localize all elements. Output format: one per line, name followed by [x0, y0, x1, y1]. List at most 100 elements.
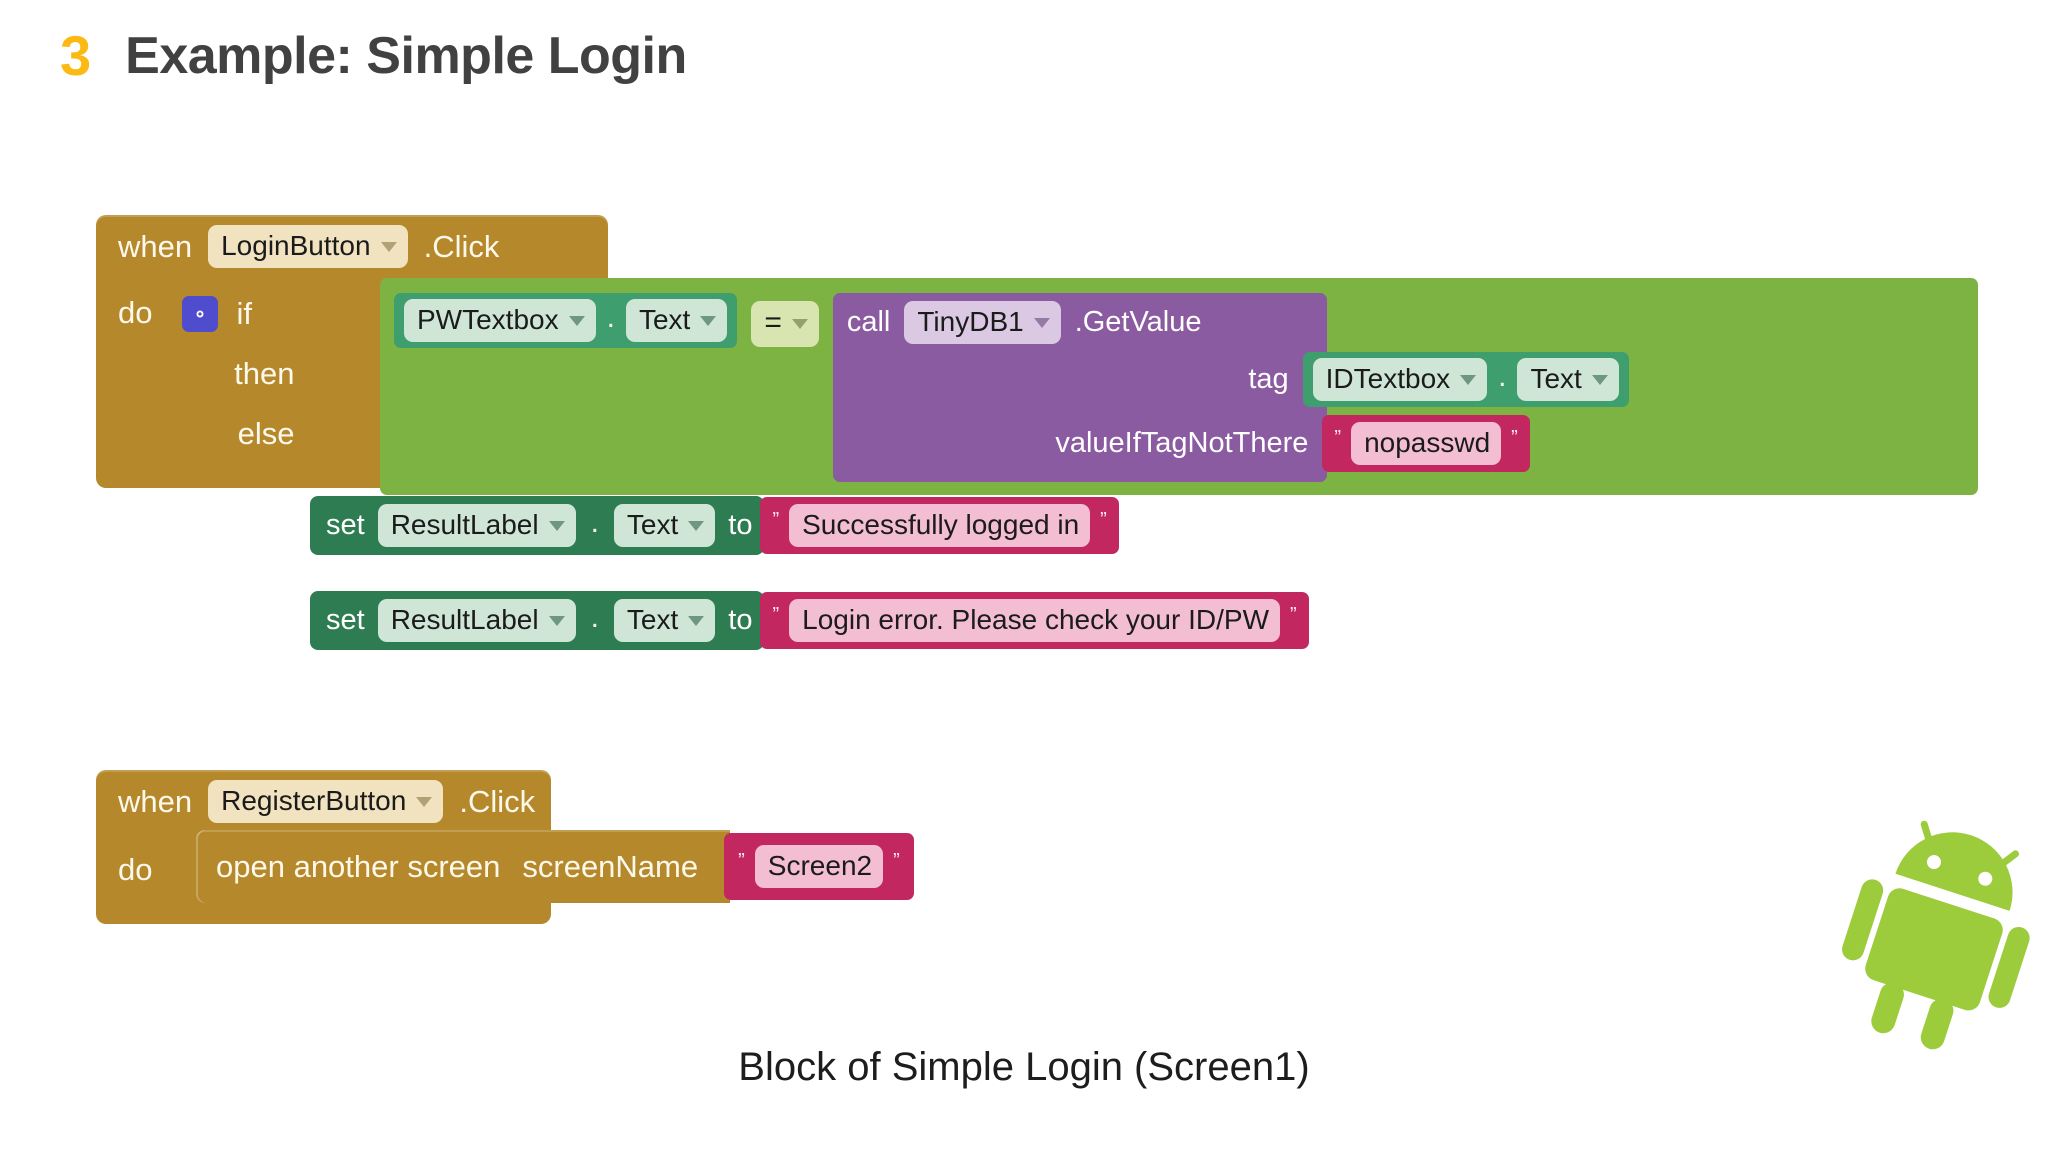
component-name: ResultLabel	[390, 604, 539, 635]
chevron-down-icon[interactable]	[688, 521, 705, 531]
property-name: Text	[626, 604, 679, 635]
operator-symbol: =	[764, 306, 782, 339]
component-dropdown-pwtextbox[interactable]: PWTextbox	[404, 299, 596, 342]
property-name: Text	[1530, 363, 1582, 394]
open-screen-label: open another screen	[216, 849, 501, 884]
chevron-down-icon[interactable]	[791, 319, 808, 330]
text-value-success-message[interactable]: Successfully logged in	[789, 504, 1091, 547]
getter-idtextbox-text[interactable]: IDTextbox . Text	[1302, 352, 1629, 407]
quote-open-icon: ”	[772, 604, 780, 626]
property-dropdown-text[interactable]: Text	[625, 299, 728, 342]
do-label: do	[118, 295, 153, 330]
to-label: to	[728, 604, 753, 637]
chevron-down-icon[interactable]	[688, 616, 705, 626]
then-row: then	[168, 344, 366, 404]
quote-open-icon: ”	[738, 850, 745, 873]
component-name: PWTextbox	[417, 304, 559, 335]
component-name: ResultLabel	[390, 509, 539, 540]
separator-dot: .	[1498, 359, 1507, 393]
chevron-down-icon[interactable]	[380, 242, 397, 252]
text-block-success-message[interactable]: ” Successfully logged in ”	[760, 497, 1119, 554]
slide-number: 3	[60, 24, 92, 87]
page-title: Example: Simple Login	[125, 27, 687, 85]
comparison-block[interactable]: PWTextbox . Text = call TinyDB1 .GetValu	[380, 278, 1978, 495]
text-block-screen2[interactable]: ” Screen2 ”	[724, 833, 914, 901]
event-name: .Click	[423, 228, 500, 264]
chevron-down-icon[interactable]	[568, 316, 585, 326]
method-name: .GetValue	[1074, 306, 1202, 339]
property-dropdown-text[interactable]: Text	[1517, 358, 1619, 401]
component-name: RegisterButton	[221, 785, 407, 816]
chevron-down-icon[interactable]	[416, 797, 433, 807]
component-dropdown-registerbutton[interactable]: RegisterButton	[208, 780, 444, 823]
android-robot-logo	[1808, 812, 2048, 1062]
property-dropdown-text[interactable]: Text	[613, 504, 716, 547]
separator-dot: .	[590, 505, 599, 539]
text-block-error-message[interactable]: ” Login error. Please check your ID/PW ”	[760, 592, 1309, 649]
call-label: call	[846, 306, 891, 339]
mutator-gear-icon[interactable]	[182, 296, 219, 332]
property-name: Text	[626, 509, 679, 540]
component-name: IDTextbox	[1325, 363, 1451, 394]
chevron-down-icon[interactable]	[1033, 318, 1050, 328]
arg-label-screenname: screenName	[522, 849, 699, 884]
event-name: .Click	[459, 783, 536, 819]
event-body-register: do	[96, 833, 551, 888]
quote-close-icon: ”	[1290, 604, 1297, 626]
text-value-nopasswd[interactable]: nopasswd	[1351, 422, 1502, 465]
control-if-then-else[interactable]: if then else	[168, 278, 367, 474]
statement-else-set-resultlabel[interactable]: set ResultLabel . Text to ” Login error.…	[310, 591, 1309, 650]
when-label: when	[118, 783, 193, 819]
component-dropdown-loginbutton[interactable]: LoginButton	[208, 225, 408, 268]
quote-close-icon: ”	[1511, 427, 1518, 449]
statement-then-set-resultlabel[interactable]: set ResultLabel . Text to ” Successfully…	[310, 496, 1119, 555]
open-another-screen-block[interactable]: open another screen screenName	[196, 830, 731, 904]
quote-open-icon: ”	[1334, 427, 1342, 449]
chevron-down-icon[interactable]	[548, 616, 565, 626]
statement-open-another-screen[interactable]: open another screen screenName ” Screen2…	[196, 830, 914, 904]
to-label: to	[728, 509, 753, 542]
component-name: TinyDB1	[917, 306, 1024, 337]
arg-row-valueiftagnotthere: valueIfTagNotThere ” nopasswd ”	[847, 415, 1530, 472]
property-dropdown-text[interactable]: Text	[613, 599, 716, 642]
call-header-row: call TinyDB1 .GetValue	[847, 301, 1317, 344]
arg-label-valueiftagnotthere: valueIfTagNotThere	[1055, 427, 1309, 460]
getter-pwtextbox-text[interactable]: PWTextbox . Text	[394, 293, 738, 348]
when-label: when	[118, 228, 193, 264]
setter-resultlabel-text[interactable]: set ResultLabel . Text to	[310, 591, 765, 650]
event-hat-login: when LoginButton .Click	[96, 215, 608, 278]
set-label: set	[326, 509, 365, 542]
else-label: else	[237, 416, 295, 452]
text-block-nopasswd[interactable]: ” nopasswd ”	[1322, 415, 1530, 472]
quote-open-icon: ”	[772, 509, 780, 531]
call-tinydb1-getvalue[interactable]: call TinyDB1 .GetValue tag IDTextbox .	[832, 293, 1629, 482]
property-name: Text	[638, 304, 691, 335]
arg-row-tag: tag IDTextbox . Text	[847, 352, 1629, 407]
separator-dot: .	[606, 300, 615, 334]
quote-close-icon: ”	[893, 850, 900, 873]
set-label: set	[326, 604, 365, 637]
if-row: if	[168, 284, 366, 344]
else-row: else	[168, 404, 366, 464]
chevron-down-icon[interactable]	[1591, 375, 1608, 385]
component-dropdown-idtextbox[interactable]: IDTextbox	[1312, 358, 1488, 401]
operator-dropdown-equals[interactable]: =	[751, 301, 819, 347]
setter-resultlabel-text[interactable]: set ResultLabel . Text to	[310, 496, 765, 555]
arg-label-tag: tag	[1248, 363, 1289, 396]
then-label: then	[234, 356, 295, 392]
chevron-down-icon[interactable]	[700, 316, 717, 326]
quote-close-icon: ”	[1100, 509, 1107, 531]
component-dropdown-tinydb1[interactable]: TinyDB1	[904, 301, 1061, 344]
slide-header: 3 Example: Simple Login	[60, 28, 687, 84]
text-value-error-message[interactable]: Login error. Please check your ID/PW	[789, 599, 1280, 642]
component-dropdown-resultlabel[interactable]: ResultLabel	[377, 599, 576, 642]
figure-caption: Block of Simple Login (Screen1)	[738, 1045, 1310, 1089]
chevron-down-icon[interactable]	[548, 521, 565, 531]
component-name: LoginButton	[221, 230, 371, 261]
if-label: if	[236, 296, 252, 332]
separator-dot: .	[590, 600, 599, 634]
chevron-down-icon[interactable]	[1460, 375, 1477, 385]
event-body-login: do if then	[96, 278, 608, 488]
component-dropdown-resultlabel[interactable]: ResultLabel	[377, 504, 576, 547]
text-value-screen2[interactable]: Screen2	[754, 845, 884, 889]
